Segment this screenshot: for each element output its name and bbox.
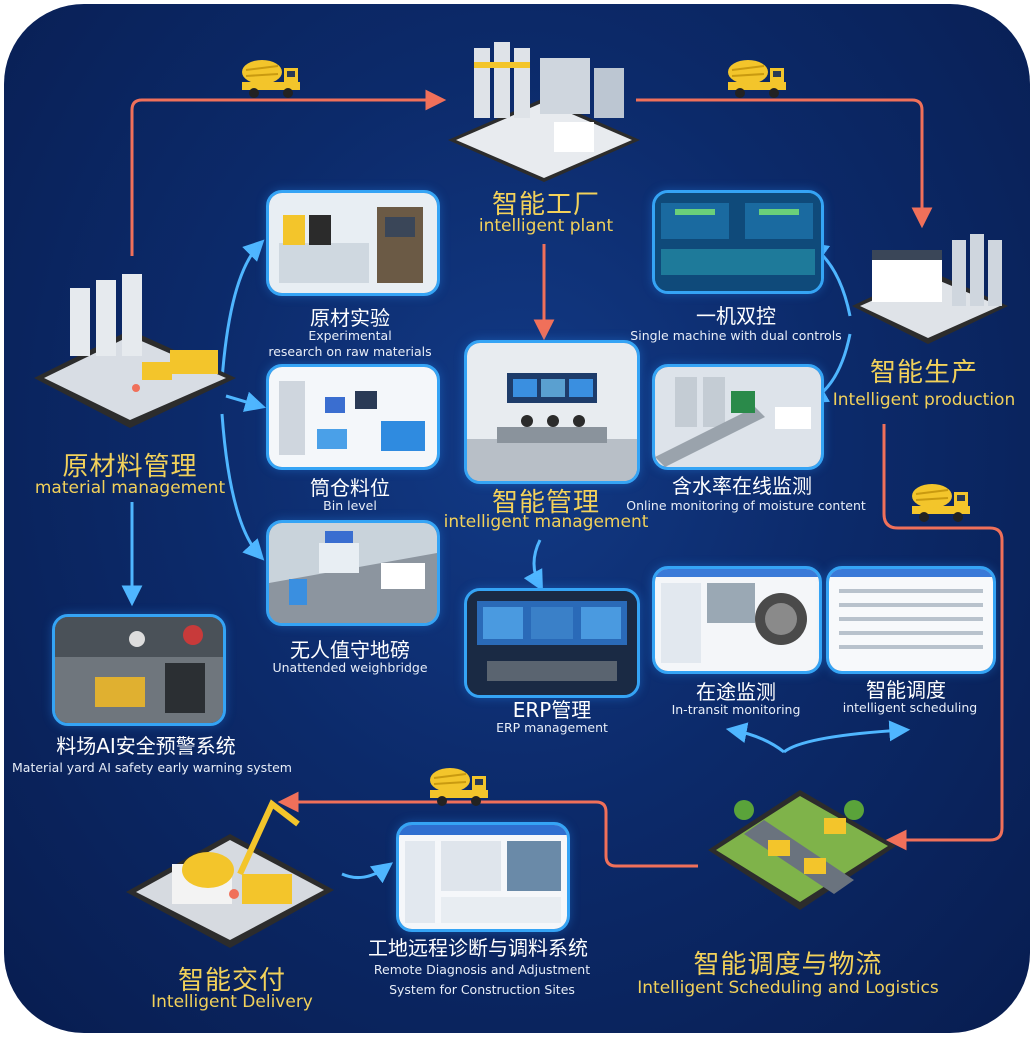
bin-level-thumbnail[interactable] bbox=[266, 364, 440, 470]
delivery-subtitle: Intelligent Delivery bbox=[151, 992, 313, 1012]
in-transit-subtitle: In-transit monitoring bbox=[671, 702, 801, 717]
arrow-logistics-to-delivery bbox=[277, 791, 698, 868]
material-scene-illustration bbox=[30, 266, 240, 432]
plant-subtitle: intelligent plant bbox=[478, 216, 614, 236]
scheduling-logistics-title: 智能调度与物流 bbox=[693, 950, 883, 980]
truck-icon bbox=[240, 56, 302, 100]
flow-arrows bbox=[121, 89, 1004, 884]
raw-experiment-subtitle-2: research on raw materials bbox=[268, 344, 432, 359]
bin-level-subtitle: Bin level bbox=[323, 498, 377, 513]
ai-warning-subtitle: Material yard AI safety early warning sy… bbox=[12, 760, 292, 775]
weighbridge-thumbnail[interactable] bbox=[266, 520, 440, 626]
material-subtitle: material management bbox=[34, 478, 226, 498]
arrow-material-to-experiment bbox=[220, 239, 265, 381]
arrow-delivery-to-remote bbox=[341, 862, 394, 884]
plant-title: 智能工厂 bbox=[491, 190, 601, 220]
truck-icon bbox=[726, 56, 788, 100]
arrow-material-to-bin bbox=[225, 391, 267, 412]
truck-icon bbox=[428, 764, 490, 808]
remote-diag-thumbnail[interactable] bbox=[396, 822, 570, 932]
erp-subtitle: ERP management bbox=[496, 720, 608, 735]
arrow-material-to-weighbridge bbox=[220, 413, 265, 561]
ai-warning-thumbnail[interactable] bbox=[52, 614, 226, 726]
erp-title: ERP管理 bbox=[512, 698, 592, 722]
management-title: 智能管理 bbox=[491, 488, 601, 518]
arrow-material-to-plant bbox=[130, 89, 447, 256]
weighbridge-subtitle: Unattended weighbridge bbox=[272, 660, 428, 675]
erp-thumbnail[interactable] bbox=[464, 588, 640, 698]
dual-control-subtitle: Single machine with dual controls bbox=[630, 328, 842, 343]
moisture-subtitle: Online monitoring of moisture content bbox=[626, 498, 866, 513]
remote-diag-subtitle-2: System for Construction Sites bbox=[389, 982, 575, 997]
arrow-logistics-to-scheduling bbox=[783, 720, 911, 754]
arrow-management-to-erp bbox=[523, 539, 544, 592]
remote-diag-title: 工地远程诊断与调料系统 bbox=[368, 936, 588, 960]
plant-scene-illustration bbox=[444, 28, 644, 184]
moisture-title: 含水率在线监测 bbox=[672, 474, 812, 498]
management-subtitle: intelligent management bbox=[443, 512, 649, 532]
scheduling-thumbnail[interactable] bbox=[826, 566, 996, 674]
remote-diag-subtitle-1: Remote Diagnosis and Adjustment bbox=[373, 962, 591, 977]
delivery-title: 智能交付 bbox=[177, 966, 287, 996]
raw-experiment-thumbnail[interactable] bbox=[266, 190, 440, 296]
production-title: 智能生产 bbox=[869, 358, 979, 388]
truck-icon bbox=[910, 480, 972, 524]
moisture-thumbnail[interactable] bbox=[652, 364, 824, 470]
ai-warning-title: 料场AI安全预警系统 bbox=[56, 734, 236, 758]
delivery-scene-illustration bbox=[122, 784, 338, 954]
scheduling-title: 智能调度 bbox=[866, 678, 946, 702]
management-thumbnail[interactable] bbox=[464, 340, 640, 484]
diagram-canvas: 智能工厂 intelligent plant 原材料管理 material ma… bbox=[4, 4, 1030, 1033]
raw-experiment-title: 原材实验 bbox=[310, 306, 390, 330]
scheduling-logistics-subtitle: Intelligent Scheduling and Logistics bbox=[637, 978, 939, 998]
arrow-logistics-to-transit bbox=[725, 722, 785, 754]
arrow-production-to-logistics bbox=[882, 424, 1004, 851]
logistics-scene-illustration bbox=[704, 750, 900, 936]
in-transit-thumbnail[interactable] bbox=[652, 566, 822, 674]
dual-control-thumbnail[interactable] bbox=[652, 190, 824, 294]
in-transit-title: 在途监测 bbox=[696, 680, 776, 704]
material-title: 原材料管理 bbox=[62, 452, 198, 482]
production-scene-illustration bbox=[848, 220, 1012, 350]
weighbridge-title: 无人值守地磅 bbox=[290, 638, 410, 662]
dual-control-title: 一机双控 bbox=[696, 304, 776, 328]
arrow-plant-to-production bbox=[636, 98, 933, 229]
scheduling-subtitle: intelligent scheduling bbox=[842, 700, 978, 715]
bin-level-title: 筒仓料位 bbox=[310, 476, 390, 500]
raw-experiment-subtitle-1: Experimental bbox=[308, 328, 392, 343]
production-subtitle: Intelligent production bbox=[832, 390, 1016, 410]
